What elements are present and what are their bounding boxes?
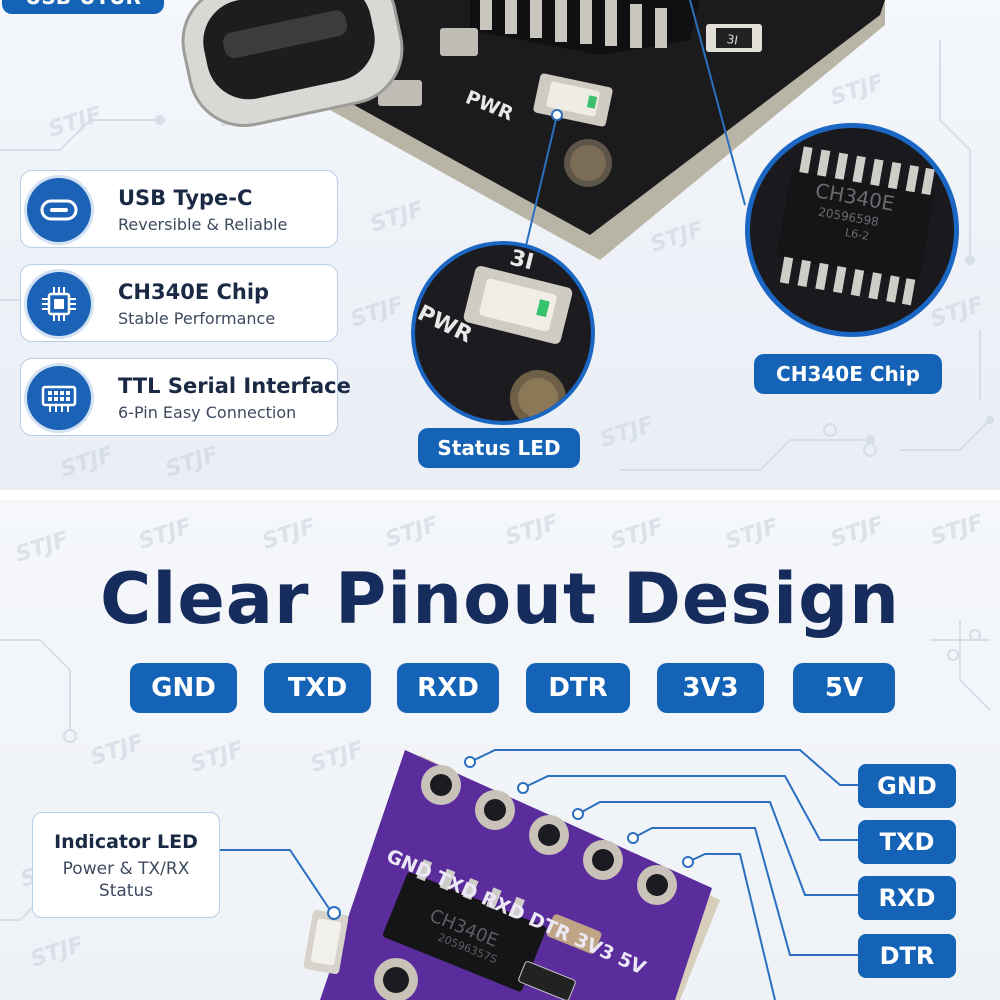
pin-label-txd: TXD <box>858 820 956 864</box>
pin-chip-gnd: GND <box>130 663 237 713</box>
ch340e-chip-label-text: CH340E Chip <box>776 362 920 386</box>
pin-chip-dtr: DTR <box>526 663 630 713</box>
pin-label-dtr: DTR <box>858 934 956 978</box>
feature-title: TTL Serial Interface <box>118 374 351 398</box>
pin-callout-lines <box>220 749 858 1000</box>
indicator-led-card: Indicator LED Power & TX/RX Status <box>32 812 220 918</box>
usb-label-text: USB-UTUR <box>25 0 141 9</box>
pin-chip-txd: TXD <box>264 663 371 713</box>
status-led-label: Status LED <box>418 428 580 468</box>
feature-subtitle: Stable Performance <box>118 309 276 328</box>
serial-header-icon <box>27 366 91 430</box>
callout-lines <box>524 0 746 251</box>
ch340e-chip-zoom <box>745 123 959 337</box>
pin-chip-5v: 5V <box>793 663 895 713</box>
status-led-label-text: Status LED <box>437 436 561 460</box>
pinout-headline: Clear Pinout Design <box>99 558 901 640</box>
feature-title: USB Type-C <box>118 186 253 210</box>
pin-chip-3v3: 3V3 <box>657 663 764 713</box>
indicator-led-subtitle: Power & TX/RX <box>62 859 190 879</box>
circuit-trace-decoration <box>0 620 991 921</box>
top-feature-panel: STJF STJF STJF STJF STJF STJF STJF STJF … <box>0 0 1000 490</box>
circuit-trace-decoration <box>0 40 994 471</box>
ch340e-chip-label: CH340E Chip <box>754 354 942 394</box>
status-led-zoom <box>411 241 595 425</box>
indicator-led-title: Indicator LED <box>54 831 198 853</box>
pin-chip-rxd: RXD <box>397 663 499 713</box>
pin-label-gnd: GND <box>858 764 956 808</box>
indicator-led-subtitle-2: Status <box>98 881 154 901</box>
svg-text:3I: 3I <box>726 32 739 48</box>
feature-title: CH340E Chip <box>118 280 270 304</box>
purple-board-photo <box>303 750 720 1000</box>
usb-label-badge: USB-UTUR <box>2 0 164 14</box>
feature-subtitle: 6-Pin Easy Connection <box>118 403 297 422</box>
usb-c-board-photo: 3I PWR <box>181 0 885 260</box>
feature-card-usb-type-c: USB Type-C Reversible & Reliable <box>20 170 338 248</box>
pin-label-rxd: RXD <box>858 876 956 920</box>
pinout-panel: STJF STJF STJF STJF STJF STJF STJF STJF … <box>0 500 1000 1000</box>
feature-subtitle: Reversible & Reliable <box>118 215 288 234</box>
chip-icon <box>27 272 91 336</box>
section-divider <box>0 490 1000 500</box>
feature-card-ch340e-chip: CH340E Chip Stable Performance <box>20 264 338 342</box>
usb-c-port-icon <box>27 178 91 242</box>
feature-card-ttl-serial: TTL Serial Interface 6-Pin Easy Connecti… <box>20 358 351 436</box>
